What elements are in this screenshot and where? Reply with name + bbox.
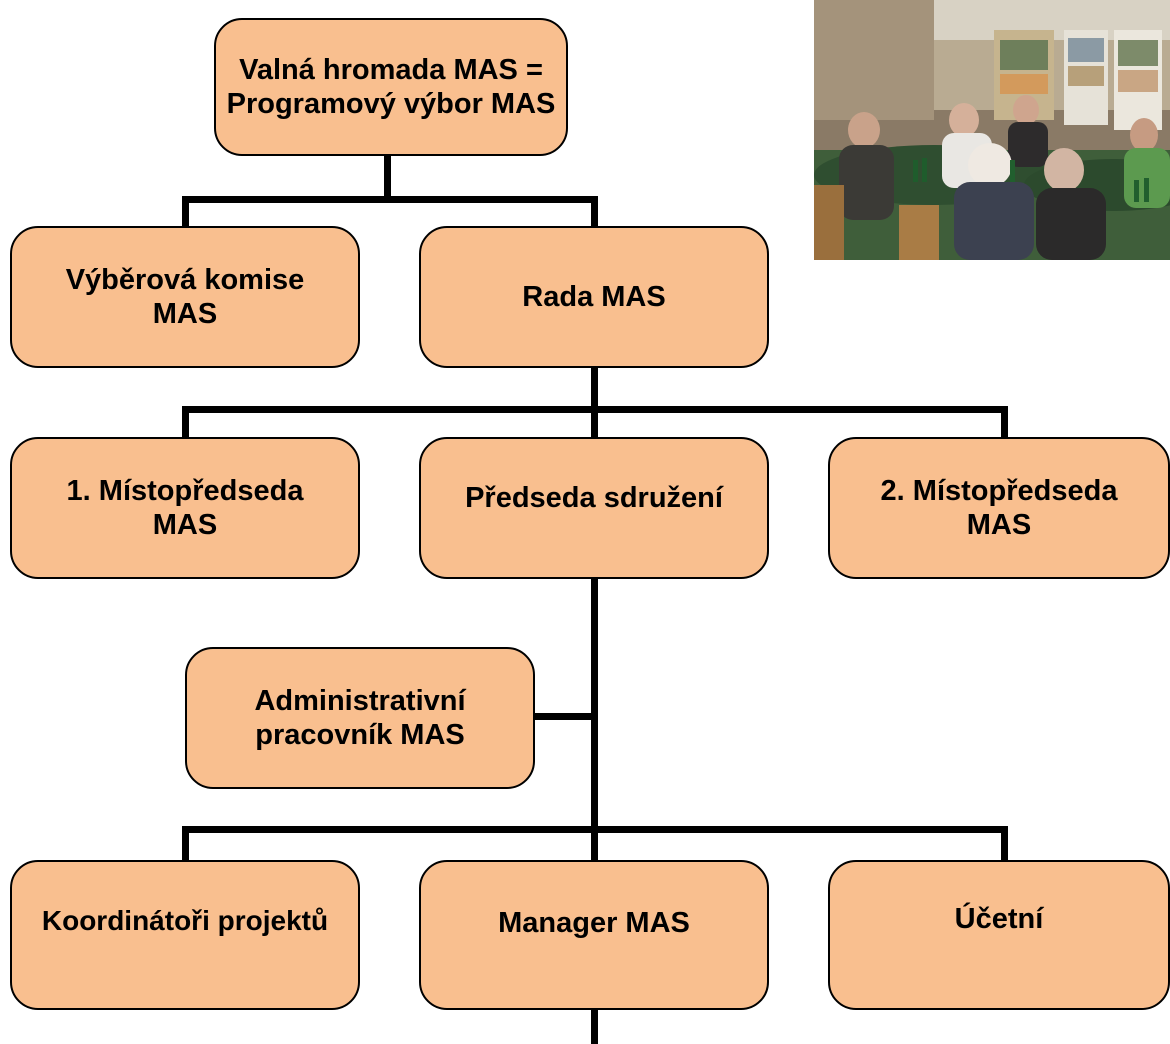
connector-assembly-down [384, 155, 391, 201]
connector-board-down [591, 366, 598, 1044]
label-manager: Manager MAS [498, 907, 690, 939]
box-general-assembly: Valná hromada MAS = Programový výbor MAS [214, 18, 568, 156]
connector-to-vice-chair-1 [182, 406, 189, 439]
box-selection-committee: Výběrová komise MAS [10, 226, 360, 368]
box-admin-worker: Administrativní pracovník MAS [185, 647, 535, 789]
box-project-coordinators: Koordinátoři projektů [10, 860, 360, 1010]
connector-to-board [591, 196, 598, 228]
connector-level2-horizontal [182, 196, 598, 203]
box-board: Rada MAS [419, 226, 769, 368]
box-chair: Předseda sdružení [419, 437, 769, 579]
box-vice-chair-2: 2. Místopředseda MAS [828, 437, 1170, 579]
box-accountant: Účetní [828, 860, 1170, 1010]
label-vice-chair-1: 1. Místopředseda MAS [66, 475, 304, 541]
connector-to-selection-committee [182, 196, 189, 228]
box-manager: Manager MAS [419, 860, 769, 1010]
connector-level3-horizontal [182, 406, 1008, 413]
label-project-coordinators: Koordinátoři projektů [41, 905, 329, 936]
label-board: Rada MAS [522, 281, 666, 313]
label-accountant: Účetní [954, 903, 1044, 935]
label-vice-chair-2: 2. Místopředseda MAS [880, 475, 1118, 541]
label-chair: Předseda sdružení [465, 482, 723, 514]
connector-to-accountant [1001, 826, 1008, 862]
label-general-assembly: Valná hromada MAS = Programový výbor MAS [226, 54, 556, 120]
meeting-photo-graphic [814, 0, 1170, 260]
meeting-photo [814, 0, 1170, 260]
label-selection-committee: Výběrová komise MAS [65, 264, 305, 330]
connector-to-vice-chair-2 [1001, 406, 1008, 439]
label-admin-worker: Administrativní pracovník MAS [254, 685, 466, 751]
connector-level5-horizontal [182, 826, 1008, 833]
connector-to-project-coordinators [182, 826, 189, 862]
box-vice-chair-1: 1. Místopředseda MAS [10, 437, 360, 579]
connector-to-admin-worker [534, 713, 598, 720]
